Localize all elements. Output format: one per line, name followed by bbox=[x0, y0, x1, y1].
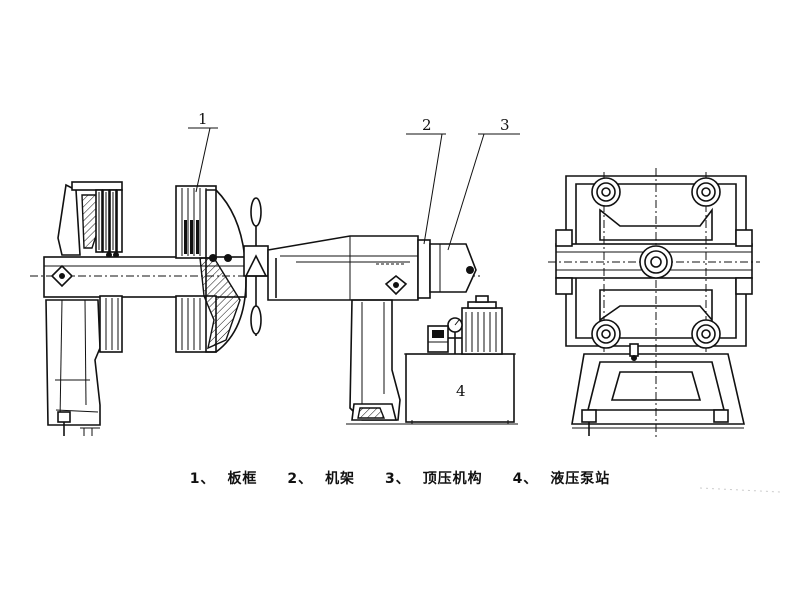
hydraulic-pump-station bbox=[404, 295, 518, 425]
side-view: 1 2 3 4 bbox=[30, 110, 520, 436]
callout-2: 2 bbox=[422, 116, 432, 134]
ring-bottom-right bbox=[691, 319, 721, 349]
callout-leaders bbox=[188, 127, 520, 251]
legend-item-4: 4、液压泵站 bbox=[507, 471, 617, 487]
ring-bottom-left bbox=[591, 319, 621, 349]
legend-label-1: 板框 bbox=[227, 471, 258, 487]
callout-1: 1 bbox=[198, 110, 208, 128]
tail-stand bbox=[45, 299, 101, 436]
legend-label-3: 顶压机构 bbox=[422, 471, 483, 487]
ring-top-right bbox=[691, 177, 721, 207]
legend-item-1: 1、板框 bbox=[184, 471, 264, 487]
legend-num-3: 3、 bbox=[384, 471, 411, 487]
scan-noise bbox=[699, 487, 781, 493]
legend-caption: 1、板框 2、机架 3、顶压机构 4、液压泵站 bbox=[0, 468, 800, 488]
legend-item-2: 2、机架 bbox=[281, 471, 361, 487]
callout-4: 4 bbox=[456, 382, 466, 400]
ring-top-left bbox=[591, 177, 621, 207]
tie-rod bbox=[243, 197, 269, 336]
end-view bbox=[548, 168, 760, 440]
legend-num-2: 2、 bbox=[287, 471, 314, 487]
tail-head bbox=[57, 181, 123, 258]
legend-label-4: 液压泵站 bbox=[550, 471, 611, 487]
legend-label-2: 机架 bbox=[325, 471, 356, 487]
filter-plates bbox=[99, 185, 247, 353]
legend-num-4: 4、 bbox=[512, 471, 539, 487]
press-cylinder bbox=[267, 235, 477, 301]
head-stand bbox=[346, 299, 406, 425]
callout-3: 3 bbox=[500, 116, 510, 134]
ring-center bbox=[639, 245, 673, 279]
legend-num-1: 1、 bbox=[189, 471, 216, 487]
legend-item-3: 3、顶压机构 bbox=[379, 471, 489, 487]
